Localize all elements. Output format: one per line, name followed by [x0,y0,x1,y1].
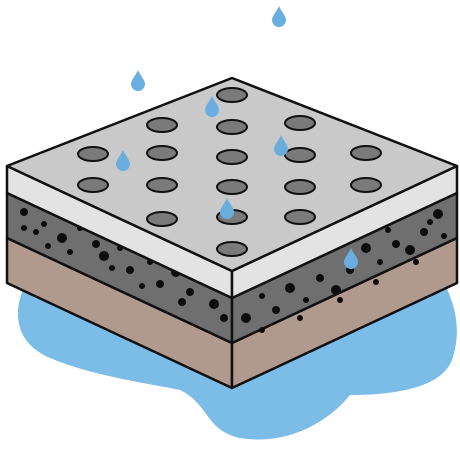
gravel-stone [33,229,39,235]
gravel-stone [405,245,415,255]
drainage-hole [284,147,316,163]
gravel-stone [109,265,115,271]
raindrop-icon [272,6,286,27]
drainage-hole [216,119,248,135]
gravel-stone [285,283,295,293]
drainage-holes [77,87,382,257]
gravel-stone [413,259,419,265]
drainage-hole [77,177,109,193]
gravel-stone [220,314,228,322]
raindrop-icon [131,70,145,91]
gravel-stone [241,313,251,323]
gravel-stone [21,225,27,231]
gravel-stone [259,327,265,333]
gravel-stone [186,288,194,296]
gravel-stones [20,208,447,333]
drainage-hole [77,146,109,162]
gravel-stone [259,293,265,299]
gravel-stone [337,297,343,303]
gravel-stone [92,240,100,248]
gravel-stone [272,306,280,314]
gravel-stone [178,298,186,306]
drainage-hole [216,179,248,195]
gravel-stone [156,280,164,288]
gravel-stone [373,279,379,285]
drainage-hole [350,177,382,193]
raindrop-icon [205,96,219,117]
raindrops [116,6,358,269]
drainage-hole [146,117,178,133]
gravel-stone [316,274,324,282]
raindrop-icon [344,248,358,269]
drainage-hole [146,177,178,193]
drainage-hole [146,211,178,227]
drainage-hole [216,241,248,257]
gravel-stone [385,227,391,233]
drainage-hole [284,115,316,131]
gravel-stone [427,219,433,225]
gravel-stone [420,228,428,236]
gravel-stone [57,233,67,243]
drainage-hole [284,179,316,195]
drainage-hole [146,145,178,161]
gravel-stone [361,243,371,253]
paver-top-surface [5,76,459,273]
gravel-stone [441,233,447,239]
gravel-stone [139,283,145,289]
gravel-stone [433,209,443,219]
drainage-hole [216,87,248,103]
gravel-stone [297,315,303,321]
gravel-stone [45,243,51,249]
gravel-stone [67,249,73,255]
gravel-stone [20,208,28,216]
gravel-stone [99,251,109,261]
drainage-hole [284,209,316,225]
raindrop-icon [220,198,234,219]
raindrop-icon [274,135,288,156]
gravel-stone [126,266,134,274]
gravel-stone [303,297,309,303]
gravel-stone [331,285,341,295]
gravel-stone [209,299,219,309]
water-puddle [10,275,457,440]
drainage-hole [216,149,248,165]
gravel-stone [41,221,47,227]
gravel-stone [377,259,383,265]
raindrop-icon [116,150,130,171]
gravel-stone [392,240,400,248]
drainage-hole [350,145,382,161]
